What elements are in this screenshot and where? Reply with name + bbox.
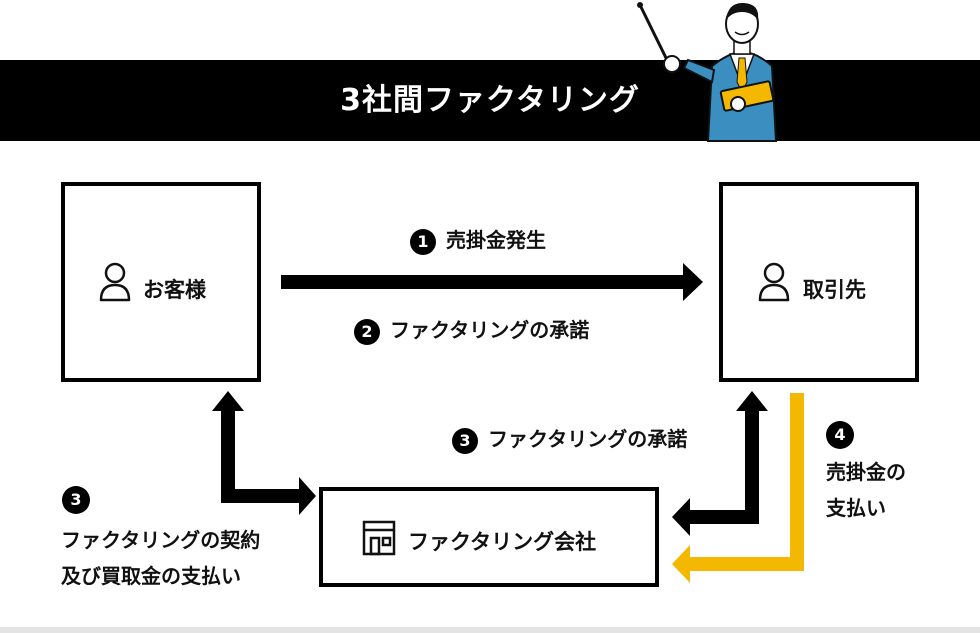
step-3-left-label: ファクタリングの契約 及び買取金の支払い	[61, 522, 260, 594]
step-number-badge: 3	[452, 427, 478, 454]
step-4-line2: 支払い	[826, 496, 886, 520]
customer-label: お客様	[143, 278, 206, 302]
step-4-line1: 売掛金の	[826, 460, 906, 484]
header-banner	[0, 60, 980, 141]
step-number-badge: 1	[410, 228, 436, 255]
step-3-left-badge: 3	[62, 486, 90, 514]
page-title: 3社間ファクタリング	[340, 83, 640, 118]
step-4-badge: 4	[826, 421, 854, 449]
person-icon	[99, 262, 131, 302]
factoring-company-label: ファクタリング会社	[408, 530, 597, 554]
arrow-partner-factoring	[672, 391, 768, 536]
partner-label: 取引先	[803, 278, 866, 302]
footer-strip	[0, 627, 980, 633]
customer-box	[61, 182, 261, 382]
step-4-label: 売掛金の 支払い	[826, 454, 906, 526]
step-3-right-text: ファクタリングの承諾	[488, 427, 688, 451]
step-3-left-line2: 及び買取金の支払い	[61, 564, 241, 588]
step-2-label: 2 ファクタリングの承諾	[354, 314, 589, 345]
arrow-payment-yellow	[672, 393, 804, 583]
arrow-customer-factoring	[212, 391, 316, 515]
factoring-company-box	[319, 487, 659, 587]
step-3-left-line1: ファクタリングの契約	[61, 528, 261, 552]
arrow-customer-to-partner	[281, 263, 703, 301]
step-1-label: 1 売掛金発生	[410, 224, 546, 255]
step-3-right-label: 3 ファクタリングの承諾	[452, 423, 687, 454]
step-2-text: ファクタリングの承諾	[390, 318, 590, 342]
step-1-text: 売掛金発生	[446, 228, 546, 252]
person-icon	[758, 262, 790, 302]
partner-box	[719, 182, 919, 382]
step-number-badge: 2	[354, 318, 380, 345]
building-icon	[362, 520, 396, 556]
